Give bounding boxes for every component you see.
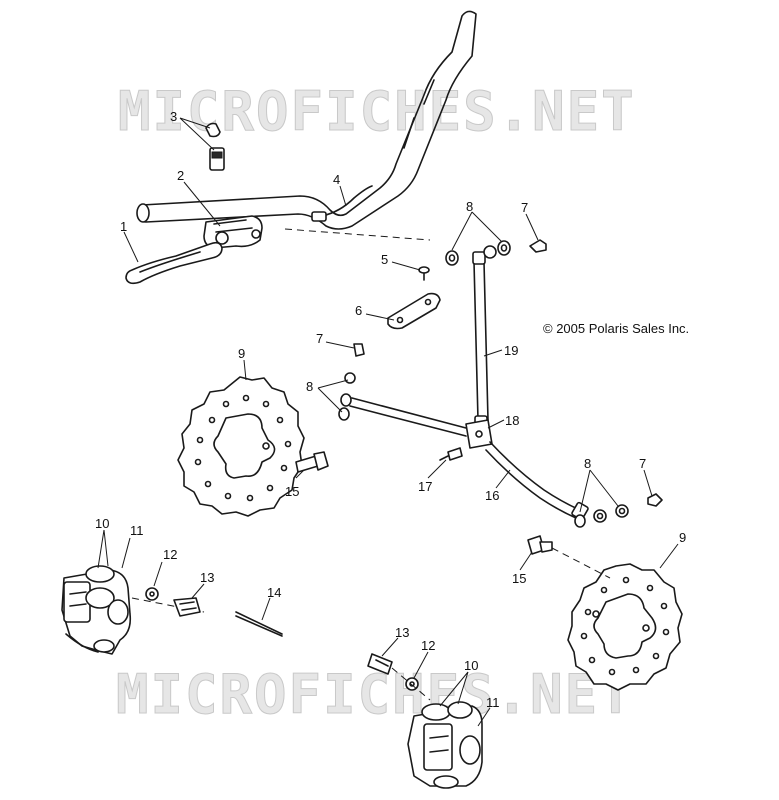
callout-7-right: 7 [639,456,646,471]
callout-19: 19 [504,343,518,358]
dash-right-caliper [391,667,431,701]
callout-8-top: 8 [466,199,473,214]
callout-1: 1 [120,219,127,234]
callout-5: 5 [381,252,388,267]
part-9-brake-disc-left [177,376,305,517]
callout-15-right: 15 [512,571,526,586]
part-12-washer-left [145,587,159,601]
callout-11-right: 11 [486,695,500,710]
callout-13-right: 13 [395,625,409,640]
callout-7-top: 7 [521,200,528,215]
watermark-bottom: MICROFICHES.NET [116,663,634,726]
callout-10-right: 10 [464,658,478,673]
callout-11-left: 11 [130,523,144,538]
copyright-notice: © 2005 Polaris Sales Inc. [543,321,689,336]
part-3-switch-clip [205,122,225,171]
callout-12-left: 12 [163,547,177,562]
callout-16: 16 [485,488,499,503]
dash-handlebar [284,228,431,241]
callout-13-left: 13 [200,570,214,585]
callout-12-right: 12 [421,638,435,653]
part-5-screw [418,266,430,281]
leader-lines [97,117,679,727]
callout-17: 17 [418,479,432,494]
callout-14: 14 [267,585,281,600]
part-17-bolt [439,447,463,461]
callout-9-left: 9 [238,346,245,361]
callout-numbers: 1 2 3 4 5 6 8 7 7 8 19 18 17 16 8 7 9 15… [95,109,686,710]
part-14-clip [235,611,283,637]
callout-18: 18 [505,413,519,428]
callout-10-left: 10 [95,516,109,531]
callout-3: 3 [170,109,177,124]
callout-6: 6 [355,303,362,318]
callout-15-left: 15 [285,484,299,499]
part-18-junction [465,419,493,449]
part-15-bolt-right [527,535,553,555]
callout-9-right: 9 [679,530,686,545]
part-19-brake-line [472,247,493,427]
dash-right-disc [551,547,611,579]
part-4-switch [311,185,373,222]
part-15-bolt-left [295,451,329,473]
callout-8-right: 8 [584,456,591,471]
caliper-left [61,565,132,655]
part-6-bracket [387,292,441,330]
callout-7-left: 7 [316,331,323,346]
left-brake-line [340,393,467,437]
part-9-brake-disc-right [567,563,683,691]
callout-4: 4 [333,172,340,187]
top-banjo-fitting [445,239,547,266]
part-1-brake-lever [125,241,223,285]
part-13-bleeder-left [173,597,201,617]
callout-8-left: 8 [306,379,313,394]
callout-2: 2 [177,168,184,183]
handlebar [136,10,477,230]
watermark-top: MICROFICHES.NET [118,80,636,143]
part-13-bleeder-right [367,653,393,675]
right-banjo-fitting [574,493,663,528]
caliper-right [407,701,483,789]
part-12-washer-right [405,677,419,691]
